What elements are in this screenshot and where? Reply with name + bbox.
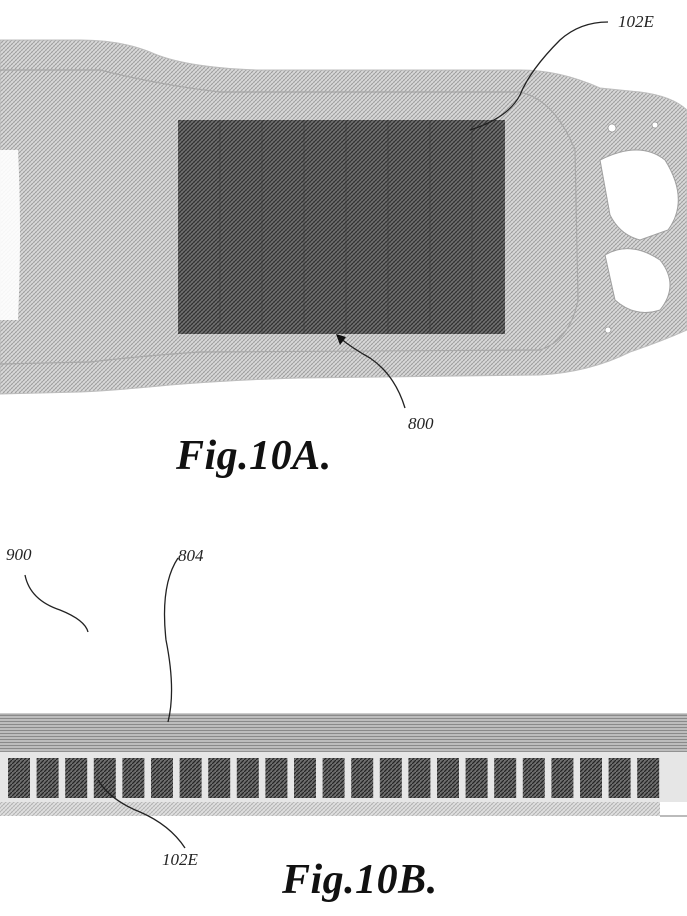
ref-label-102e-top: 102E (618, 12, 654, 31)
cell-element (494, 758, 517, 798)
cell-element (608, 758, 631, 798)
cell-element (637, 758, 660, 798)
layer-804 (0, 713, 687, 753)
cell-element (580, 758, 602, 798)
figure-caption-10b: Fig.10B. (282, 857, 438, 903)
cell-element (294, 758, 316, 798)
cell-element (8, 758, 30, 798)
cell-element (437, 758, 459, 798)
bottom-layer (0, 802, 687, 817)
leader-line-800 (339, 337, 406, 409)
cell-element (122, 758, 145, 798)
cell-element (351, 758, 374, 798)
figure-caption-10a: Fig.10A. (176, 433, 332, 479)
cell-element (522, 758, 545, 798)
cell-element (236, 758, 259, 798)
leader-line-102e-top (469, 21, 609, 131)
cell-row-102e (0, 752, 687, 802)
cell-element (93, 758, 116, 798)
cell-element (65, 758, 88, 798)
leader-line-102e-bottom (97, 779, 186, 849)
cell-element (265, 758, 288, 798)
arrowhead-800 (336, 334, 346, 345)
ref-label-900: 900 (6, 545, 32, 564)
cell-element (208, 758, 231, 798)
leader-line-900 (24, 574, 89, 633)
cell-element (408, 758, 431, 798)
cell-element (322, 758, 345, 798)
cell-element (465, 758, 488, 798)
cell-element (151, 758, 173, 798)
cell-element (179, 758, 202, 798)
cell-element (551, 758, 574, 798)
ref-label-800: 800 (408, 414, 434, 433)
ref-label-804: 804 (178, 546, 204, 565)
cell-element (36, 758, 59, 798)
leader-line-804 (163, 557, 179, 723)
bladder-element-800 (178, 120, 505, 334)
cell-element (379, 758, 402, 798)
ref-label-102e-bottom: 102E (162, 850, 198, 869)
